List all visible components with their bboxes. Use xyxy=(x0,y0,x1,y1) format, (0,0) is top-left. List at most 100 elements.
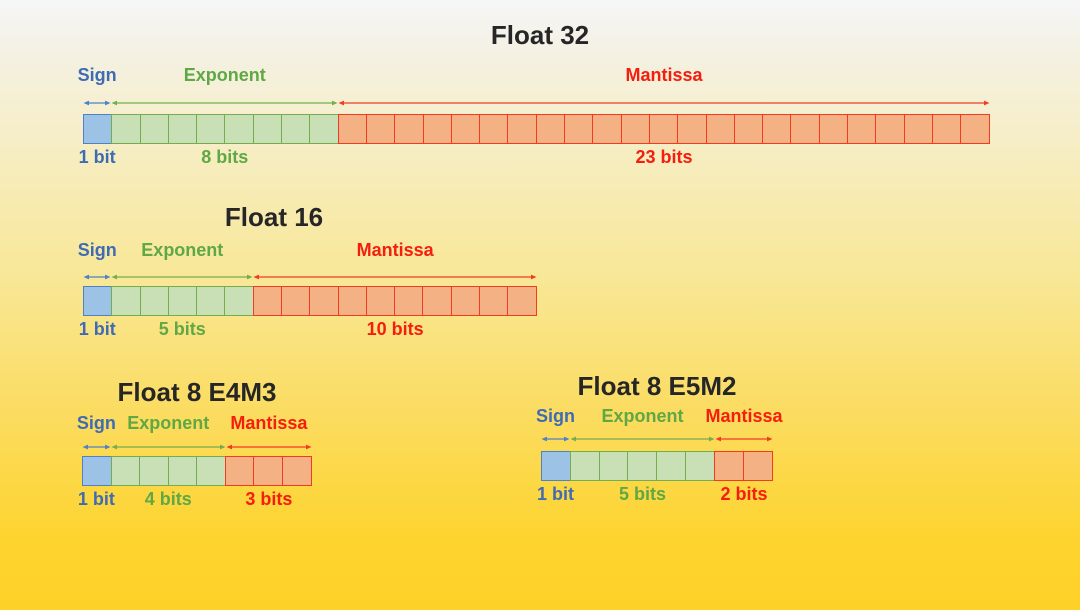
mantissa-bit-count-label: 3 bits xyxy=(245,489,293,509)
exponent-label: Exponent xyxy=(127,413,210,433)
sign-bit-cell xyxy=(541,451,572,481)
mantissa-bit-cell xyxy=(252,286,283,316)
mantissa-bit-cell xyxy=(281,456,312,486)
mantissa-bit-cell xyxy=(337,286,368,316)
mantissa-bit-cell xyxy=(648,114,679,144)
mantissa-extent-arrow xyxy=(338,94,990,106)
mantissa-bit-cell xyxy=(875,114,906,144)
exponent-bit-cell xyxy=(656,451,687,481)
exponent-bit-cell xyxy=(627,451,658,481)
mantissa-bit-cell xyxy=(790,114,821,144)
exponent-bit-cell xyxy=(224,286,255,316)
exponent-bit-cell xyxy=(252,114,283,144)
exponent-bit-cell xyxy=(196,114,226,144)
float8-e5m2-bracket-row xyxy=(541,430,773,442)
exponent-bit-cell xyxy=(224,114,255,144)
exponent-extent-arrow xyxy=(111,268,253,280)
mantissa-label: Mantissa xyxy=(625,65,703,85)
float16-bracket-row xyxy=(83,268,537,280)
mantissa-label: Mantissa xyxy=(356,240,434,260)
float16-bit-cells-row xyxy=(83,286,537,316)
mantissa-bit-cell xyxy=(478,286,509,316)
float32-title: Float 32 xyxy=(490,20,590,50)
exponent-bit-cell xyxy=(281,114,311,144)
mantissa-label: Mantissa xyxy=(705,406,783,426)
exponent-bit-count-label: 4 bits xyxy=(144,489,192,509)
sign-bit-count-label: 1 bit xyxy=(77,489,115,509)
sign-bit-count-label: 1 bit xyxy=(537,484,575,504)
mantissa-bit-cell xyxy=(422,286,453,316)
exponent-bit-cell xyxy=(110,456,141,486)
mantissa-bit-cell xyxy=(280,286,311,316)
exponent-bit-cell xyxy=(111,114,142,144)
float8-e5m2-diagram: Float 8 E5M2 Sign Exponent Mantissa 1 bit 5… xyxy=(536,371,783,521)
exponent-bit-cell xyxy=(167,456,198,486)
mantissa-bit-cell xyxy=(535,114,566,144)
exponent-bit-cell xyxy=(139,286,170,316)
sign-extent-arrow xyxy=(83,94,111,106)
mantissa-bit-cell xyxy=(705,114,736,144)
sign-label: Sign xyxy=(77,65,117,85)
sign-label: Sign xyxy=(76,413,116,433)
mantissa-bit-cell xyxy=(309,286,340,316)
float8-e4m3-bit-cells-row xyxy=(82,456,312,486)
exponent-extent-arrow xyxy=(111,438,226,450)
mantissa-bit-cell xyxy=(507,286,537,316)
mantissa-bit-cell xyxy=(224,456,255,486)
mantissa-bit-cell xyxy=(960,114,990,144)
exponent-bit-cell xyxy=(196,456,227,486)
exponent-label: Exponent xyxy=(601,406,684,426)
exponent-bit-count-label: 8 bits xyxy=(201,147,249,167)
mantissa-bit-cell xyxy=(365,114,396,144)
float8-e4m3-bit-counts-row: 1 bit 4 bits 3 bits xyxy=(77,488,312,510)
float8-e5m2-bit-cells-row xyxy=(541,451,773,481)
float16-field-labels-row: Sign Exponent Mantissa xyxy=(77,239,537,261)
float8-e5m2-field-labels-row: Sign Exponent Mantissa xyxy=(536,405,783,427)
exponent-label: Exponent xyxy=(141,240,224,260)
exponent-bit-cell xyxy=(598,451,629,481)
mantissa-bit-cell xyxy=(733,114,764,144)
mantissa-extent-arrow xyxy=(226,438,312,450)
exponent-bit-count-label: 5 bits xyxy=(618,484,666,504)
exponent-extent-arrow xyxy=(570,430,715,442)
mantissa-bit-cell xyxy=(592,114,623,144)
sign-extent-arrow xyxy=(82,438,111,450)
exponent-bit-cell xyxy=(139,456,170,486)
exponent-bit-cell xyxy=(569,451,601,481)
mantissa-bit-cell xyxy=(394,286,424,316)
mantissa-bit-cell xyxy=(422,114,453,144)
float8-e5m2-title: Float 8 E5M2 xyxy=(577,371,737,401)
sign-bit-count-label: 1 bit xyxy=(78,147,116,167)
sign-bit-cell xyxy=(82,456,113,486)
float32-bracket-row xyxy=(83,94,990,106)
sign-extent-arrow xyxy=(83,268,111,280)
mantissa-extent-arrow xyxy=(715,430,773,442)
float16-title: Float 16 xyxy=(224,202,324,232)
sign-label: Sign xyxy=(77,240,117,260)
exponent-bit-cell xyxy=(167,286,198,316)
mantissa-bit-cell xyxy=(762,114,792,144)
exponent-bit-cell xyxy=(167,114,198,144)
exponent-bit-cell xyxy=(111,286,142,316)
mantissa-bit-cell xyxy=(903,114,934,144)
mantissa-bit-cell xyxy=(507,114,538,144)
mantissa-bit-cell xyxy=(450,114,481,144)
exponent-bit-cell xyxy=(196,286,226,316)
mantissa-bit-count-label: 10 bits xyxy=(366,319,424,339)
mantissa-bit-cell xyxy=(365,286,396,316)
exponent-bit-cell xyxy=(139,114,170,144)
exponent-bit-cell xyxy=(685,451,716,481)
mantissa-bit-cell xyxy=(564,114,594,144)
sign-extent-arrow xyxy=(541,430,570,442)
sign-bit-cell xyxy=(83,286,113,316)
mantissa-bit-count-label: 23 bits xyxy=(635,147,693,167)
float8-e4m3-title: Float 8 E4M3 xyxy=(117,377,277,407)
mantissa-bit-cell xyxy=(450,286,481,316)
sign-label: Sign xyxy=(536,406,575,426)
mantissa-bit-cell xyxy=(620,114,651,144)
mantissa-bit-cell xyxy=(818,114,849,144)
